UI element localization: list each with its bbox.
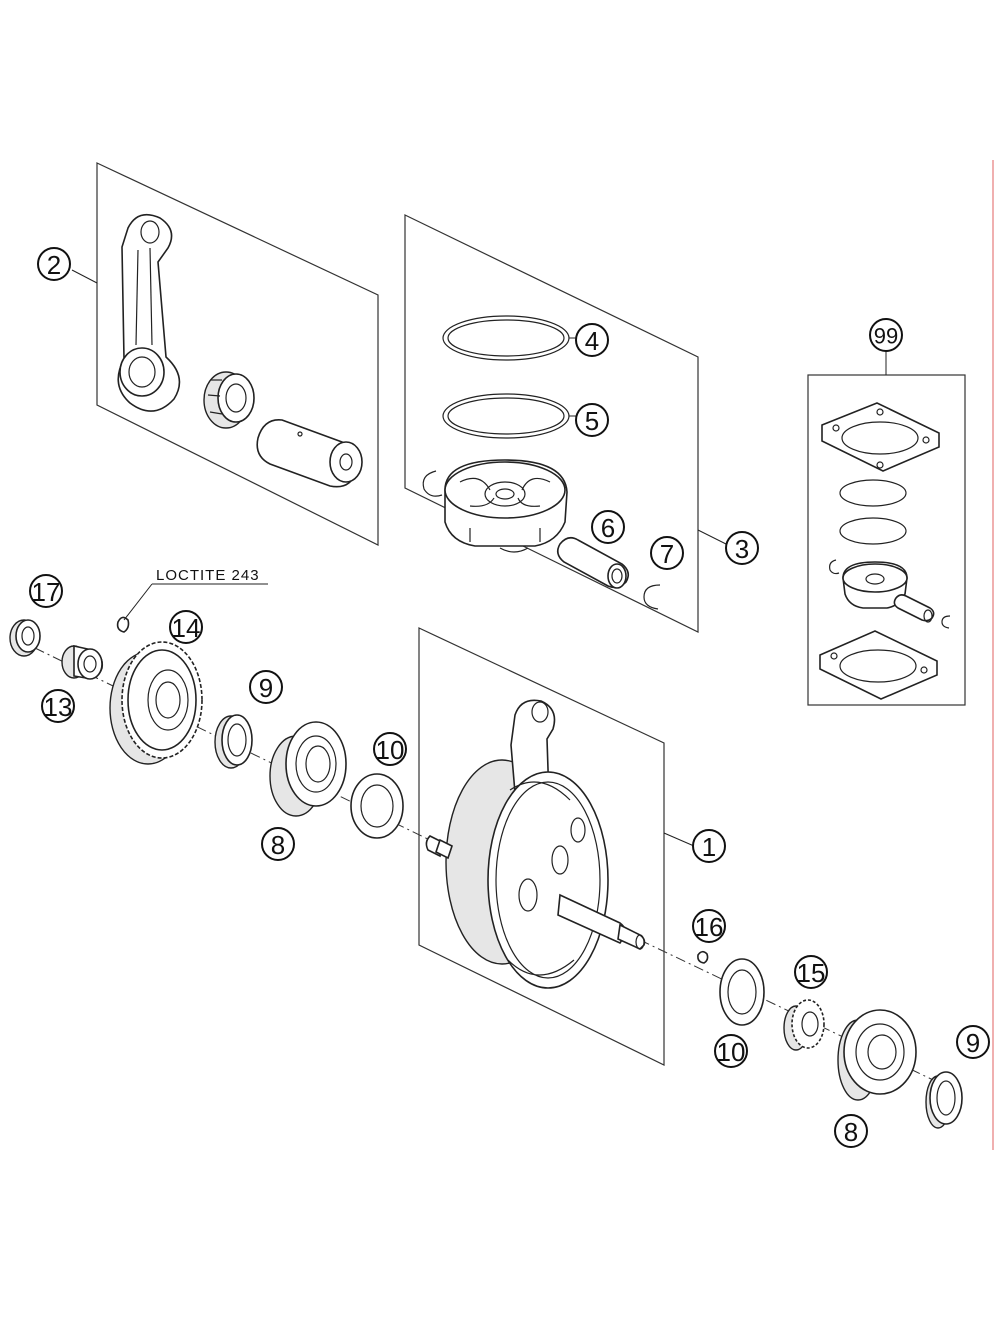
piston-circlip-left [422,470,443,497]
svg-text:4: 4 [585,326,599,356]
svg-text:10: 10 [376,735,405,765]
callout-17: 17 [29,574,63,608]
connecting-rod [117,213,181,412]
callout-13: 13 [41,689,75,723]
kit-circlip-right [941,615,951,629]
crankshaft-panel [418,627,665,1066]
callout-5: 5 [575,403,609,437]
shaft-seal-9-left [214,714,253,769]
base-gasket [819,630,938,700]
callout-15: 15 [794,955,828,989]
piston-pin [556,536,630,589]
callout-1: 1 [692,829,726,863]
svg-text:8: 8 [844,1117,858,1147]
shim-10-left [350,773,404,839]
woodruff-key-loctite [116,616,130,633]
woodruff-key-16 [697,950,709,964]
kit-piston-ring-second [839,517,907,545]
svg-text:8: 8 [271,830,285,860]
svg-text:13: 13 [44,692,73,722]
crankshaft [425,699,646,989]
ball-bearing-8-left [269,721,347,817]
callout-99: 99 [869,318,903,352]
needle-bearing [203,371,255,429]
piston [444,459,568,553]
kit-piston-ring-top [839,479,907,507]
cylinder-head-gasket [821,402,940,472]
loctite-note: LOCTITE 243 [156,567,260,584]
callout-16: 16 [692,909,726,943]
kit-circlip-left [829,559,840,575]
svg-text:10: 10 [717,1037,746,1067]
callout-9-left: 9 [249,670,283,704]
callout-7: 7 [650,536,684,570]
svg-text:14: 14 [172,613,201,643]
callout-3: 3 [725,531,759,565]
svg-text:9: 9 [966,1028,980,1058]
ball-bearing-8-right [837,1009,917,1101]
svg-text:9: 9 [259,673,273,703]
shim-10-right [719,958,765,1026]
callout-14: 14 [169,610,203,644]
kit-piston [842,561,908,609]
piston-kit-panel [404,214,699,633]
svg-text:2: 2 [47,250,61,280]
spacer-13 [61,645,104,680]
kit-piston-pin [893,594,935,623]
piston-ring-second [442,393,570,439]
svg-text:1: 1 [702,832,716,862]
connecting-rod-kit-panel [96,162,379,546]
crank-pin [256,419,363,488]
svg-text:99: 99 [874,324,898,349]
callout-10-right: 10 [714,1034,748,1068]
callout-2: 2 [37,247,71,281]
shaft-seal-9-right [925,1071,963,1129]
crankshaft-gear-15 [783,999,825,1051]
shaft-seal-17 [9,619,41,657]
svg-text:3: 3 [735,534,749,564]
svg-text:5: 5 [585,406,599,436]
svg-text:16: 16 [695,912,724,942]
callout-6: 6 [591,510,625,544]
callout-8-right: 8 [834,1114,868,1148]
svg-text:17: 17 [32,577,61,607]
piston-ring-top [442,315,570,361]
piston-circlip-right [643,584,661,610]
callout-10-left: 10 [373,732,407,766]
callout-8-left: 8 [261,827,295,861]
callout-9-right: 9 [956,1025,990,1059]
svg-text:7: 7 [660,539,674,569]
svg-text:6: 6 [601,513,615,543]
callout-4: 4 [575,323,609,357]
primary-gear-14 [109,641,203,765]
svg-text:15: 15 [797,958,826,988]
